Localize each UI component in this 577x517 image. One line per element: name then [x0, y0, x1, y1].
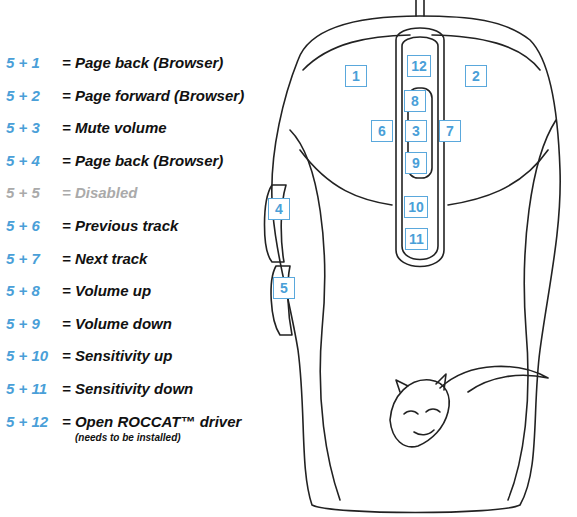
- callout-box: 7: [439, 120, 461, 142]
- button-combo: 5 + 2: [6, 88, 40, 105]
- callout-box: 4: [268, 198, 290, 220]
- button-combo: 5 + 4: [6, 153, 40, 170]
- combo-action: = Open ROCCAT™ driver: [62, 414, 241, 431]
- combo-action: = Mute volume: [62, 120, 167, 137]
- callout-box: 5: [273, 277, 295, 299]
- callout-number: 11: [409, 232, 424, 246]
- callout-number: 10: [408, 200, 424, 214]
- callout-number: 5: [280, 281, 288, 295]
- callout-number: 8: [411, 94, 419, 108]
- combo-action: = Page back (Browser): [62, 153, 223, 170]
- callout-number: 9: [412, 156, 420, 170]
- button-combo: 5 + 10: [6, 348, 48, 365]
- combo-action: = Next track: [62, 251, 147, 268]
- combo-action: = Disabled: [62, 185, 137, 202]
- callout-box: 10: [404, 196, 428, 218]
- callout-number: 1: [352, 69, 360, 83]
- callout-box: 1: [345, 65, 367, 87]
- button-combo: 5 + 7: [6, 251, 40, 268]
- callout-box: 11: [405, 228, 428, 250]
- button-combo: 5 + 11: [6, 381, 47, 398]
- combo-action: = Previous track: [62, 218, 178, 235]
- button-combo: 5 + 6: [6, 218, 40, 235]
- callout-box: 8: [404, 90, 426, 112]
- combo-action: = Sensitivity down: [62, 381, 193, 398]
- callout-box: 3: [405, 120, 427, 142]
- button-combo: 5 + 12: [6, 414, 48, 431]
- callout-box: 2: [465, 65, 487, 87]
- combo-action: = Page forward (Browser): [62, 88, 244, 105]
- callout-box: 9: [405, 152, 427, 174]
- combo-action: = Page back (Browser): [62, 55, 223, 72]
- callout-number: 12: [411, 59, 427, 73]
- footnote: (needs to be installed): [75, 432, 181, 443]
- button-combo: 5 + 5: [6, 185, 40, 202]
- callout-number: 2: [472, 69, 480, 83]
- button-combo: 5 + 1: [6, 55, 40, 72]
- callout-number: 6: [378, 124, 386, 138]
- callout-number: 4: [275, 202, 283, 216]
- button-combo: 5 + 8: [6, 283, 40, 300]
- callout-number: 3: [412, 124, 420, 138]
- button-combo: 5 + 3: [6, 120, 40, 137]
- combo-action: = Sensitivity up: [62, 348, 172, 365]
- button-combo: 5 + 9: [6, 316, 40, 333]
- combo-action: = Volume up: [62, 283, 151, 300]
- callout-number: 7: [446, 124, 454, 138]
- callout-box: 12: [407, 55, 431, 77]
- combo-action: = Volume down: [62, 316, 172, 333]
- callout-box: 6: [371, 120, 393, 142]
